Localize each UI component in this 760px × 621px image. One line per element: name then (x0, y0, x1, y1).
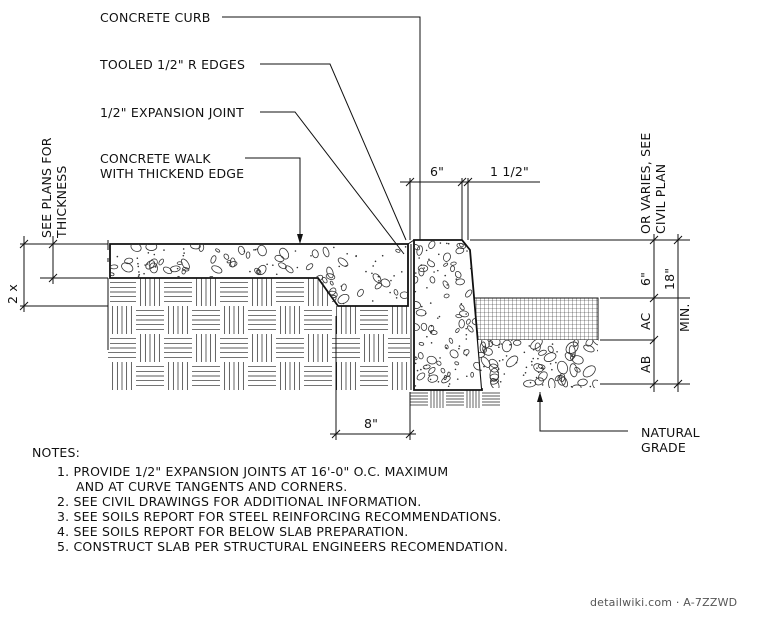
note-item: 4. SEE SOILS REPORT FOR BELOW SLAB PREPA… (57, 524, 408, 539)
label-concrete-walk: CONCRETE WALK (100, 151, 211, 166)
dim-ac: AC (638, 312, 653, 330)
leader-lines (222, 16, 628, 432)
dim-curb-offset: 1 1/2" (490, 164, 529, 179)
note-item: 2. SEE CIVIL DRAWINGS FOR ADDITIONAL INF… (57, 494, 421, 509)
dim-curb-height: 6" (638, 272, 653, 286)
concrete-walk (109, 243, 409, 307)
label-grade: GRADE (641, 440, 686, 455)
dim-curb-width: 6" (430, 164, 444, 179)
note-item: AND AT CURVE TANGENTS AND CORNERS. (76, 479, 347, 494)
subgrade-hatch (108, 278, 410, 390)
label-see-plans: SEE PLANS FOR (39, 137, 54, 238)
dim-total-min: MIN. (677, 303, 692, 332)
label-civil-plan: CIVIL PLAN (653, 164, 668, 234)
label-thickness: THICKNESS (54, 165, 69, 239)
dimension-lines (19, 177, 683, 439)
aggregate-base-layer (478, 340, 598, 388)
label-natural: NATURAL (641, 425, 700, 440)
label-concrete-curb: CONCRETE CURB (100, 10, 210, 25)
notes-block: NOTES: 1. PROVIDE 1/2" EXPANSION JOINTS … (32, 445, 508, 554)
notes-heading: NOTES: (32, 445, 80, 460)
dim-two-x: 2 x (5, 284, 20, 304)
asphalt-concrete-layer (473, 297, 599, 341)
curb-base-hatch (410, 390, 500, 408)
label-or-varies: OR VARIES, SEE (638, 133, 653, 234)
dim-ab: AB (638, 355, 653, 373)
watermark: detailwiki.com · A-7ZZWD (590, 596, 737, 609)
label-thickened-edge: WITH THICKEND EDGE (100, 166, 244, 181)
dim-edge-width: 8" (364, 416, 378, 431)
note-item: 5. CONSTRUCT SLAB PER STRUCTURAL ENGINEE… (57, 539, 508, 554)
dim-total-depth: 18" (662, 268, 677, 290)
note-item: 3. SEE SOILS REPORT FOR STEEL REINFORCIN… (57, 509, 501, 524)
label-tooled-edges: TOOLED 1/2" R EDGES (99, 57, 245, 72)
label-expansion-joint: 1/2" EXPANSION JOINT (100, 105, 244, 120)
concrete-curb (413, 239, 483, 391)
note-item: 1. PROVIDE 1/2" EXPANSION JOINTS AT 16'-… (57, 464, 448, 479)
